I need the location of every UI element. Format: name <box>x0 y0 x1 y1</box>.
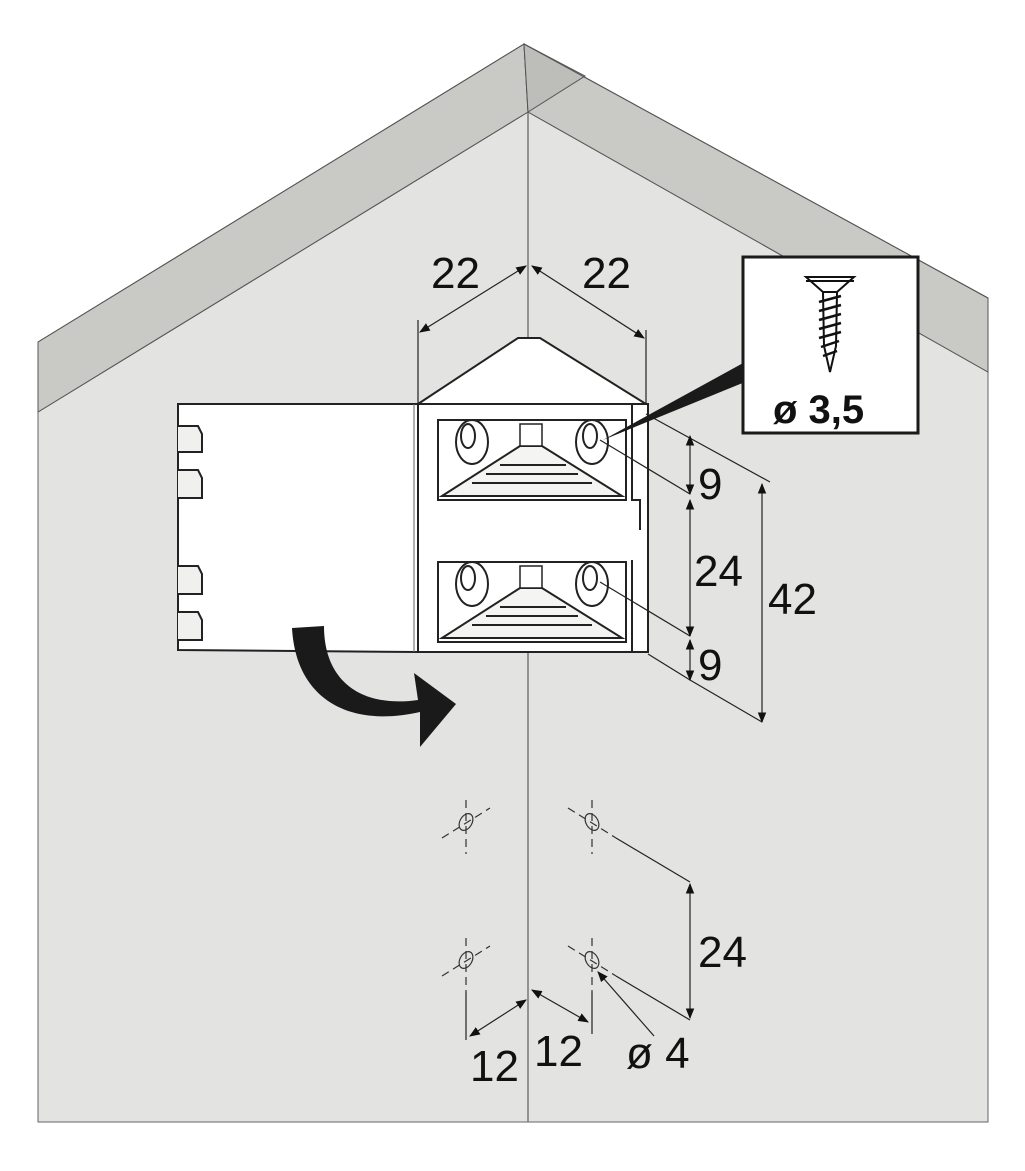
screw-hole-icon <box>582 423 598 449</box>
corner-bracket <box>177 337 650 654</box>
drill-hole <box>441 800 491 854</box>
dim-right-lower: 9 <box>698 641 722 690</box>
dimension-labels: 22 22 9 24 9 42 24 12 12 ø 4 ø 3,5 <box>431 249 864 1091</box>
drill-hole <box>441 938 491 992</box>
extension-line <box>615 975 691 1021</box>
bracket-tabs <box>178 425 203 641</box>
callout-pointer <box>603 362 745 440</box>
drill-holes <box>441 800 617 992</box>
countersunk-screw-icon <box>803 276 857 373</box>
extension-line <box>599 439 691 495</box>
screw-hole-icon <box>582 565 598 591</box>
leader-line <box>597 971 655 1037</box>
dim-right-total: 42 <box>768 575 817 624</box>
dim-top-right: 22 <box>582 249 631 298</box>
dim-right-upper: 9 <box>698 460 722 509</box>
extension-line <box>599 581 691 637</box>
extension-line <box>647 653 691 681</box>
dim-holes-right: 12 <box>534 1027 583 1076</box>
bracket-flap <box>177 403 419 654</box>
screw-pocket-lower <box>437 561 627 643</box>
screw-hole-icon <box>455 561 489 607</box>
screw-callout <box>603 255 920 440</box>
right-dimensions <box>599 413 771 724</box>
ceiling-edge-left <box>37 43 525 343</box>
curved-arrow-icon <box>292 626 456 747</box>
dimension-line <box>531 265 645 339</box>
bracket-edge-notch <box>631 404 641 530</box>
screw-hole-icon <box>455 419 489 465</box>
bracket-tab <box>178 565 203 595</box>
screw-hole-icon <box>460 565 476 591</box>
bracket-tab <box>178 469 203 499</box>
screw-pocket-upper <box>437 419 627 501</box>
screw-hole-icon <box>460 423 476 449</box>
top-dimensions <box>417 265 647 404</box>
dimension-line <box>419 265 527 333</box>
bracket-tab <box>178 425 203 453</box>
drill-hole <box>567 800 617 854</box>
pocket-slot <box>519 423 543 447</box>
drill-hole <box>567 938 617 992</box>
hole-dimensions <box>465 837 695 1040</box>
extension-line <box>689 679 763 723</box>
screw-diameter-label: ø 3,5 <box>773 388 864 432</box>
extension-line <box>615 837 691 883</box>
extension-line <box>645 413 771 483</box>
dim-hole-diameter: ø 4 <box>626 1029 690 1078</box>
dim-right-middle: 24 <box>694 547 743 596</box>
dimension-line <box>469 999 527 1037</box>
pocket-slot <box>519 565 543 589</box>
bracket-tab <box>178 611 203 641</box>
dimension-line <box>531 989 589 1023</box>
dim-top-left: 22 <box>431 249 480 298</box>
dim-holes-vertical: 24 <box>698 928 747 977</box>
ceiling-top-strip <box>523 43 586 113</box>
dim-holes-left: 12 <box>470 1042 519 1091</box>
